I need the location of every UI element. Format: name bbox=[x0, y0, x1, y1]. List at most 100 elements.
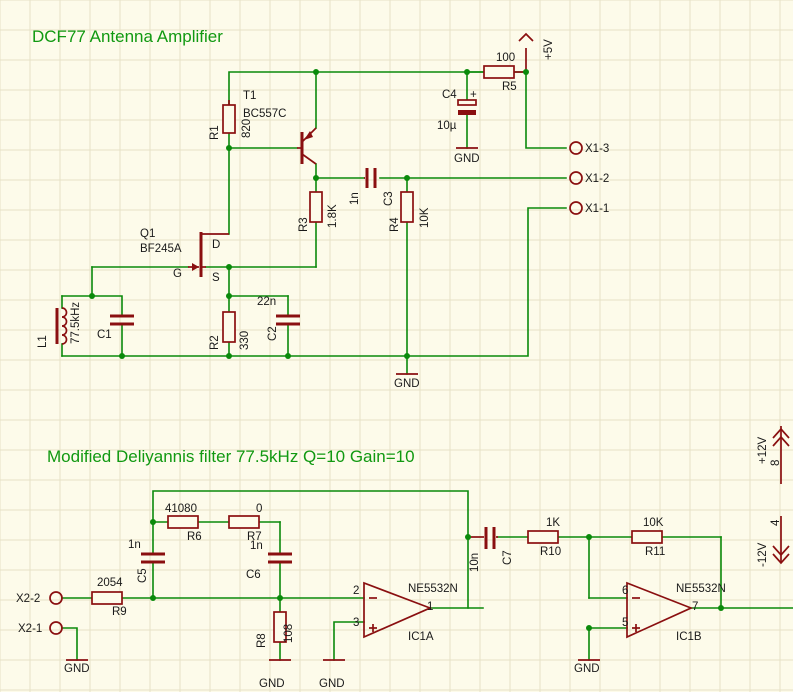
r3-value: 1.8K bbox=[327, 204, 339, 228]
inductor-l1[interactable]: L1 77.5kHz bbox=[37, 302, 82, 348]
resistor-r4[interactable]: R4 10K bbox=[389, 191, 431, 232]
ic1a-name: IC1A bbox=[408, 631, 434, 643]
q1-pin-s: S bbox=[212, 272, 220, 284]
ic1a-pin-noninv: 3 bbox=[353, 617, 359, 629]
gnd-main-label: GND bbox=[394, 378, 420, 390]
r2-value: 330 bbox=[239, 331, 251, 350]
gnd-r8-label: GND bbox=[259, 678, 285, 690]
q1-pin-d: D bbox=[212, 239, 220, 251]
gnd-symbol-ic1a: GND bbox=[319, 659, 345, 690]
q1-name: Q1 bbox=[140, 228, 155, 240]
ic1b-part: NE5532N bbox=[676, 583, 726, 595]
c7-name: C7 bbox=[502, 550, 514, 565]
c4-name: C4 bbox=[442, 89, 457, 101]
gnd-c4-label: GND bbox=[454, 153, 480, 165]
capacitor-c7[interactable]: 10n C7 bbox=[468, 527, 514, 572]
c6-value: 1n bbox=[250, 540, 263, 552]
neg-supply-label: -12V bbox=[757, 542, 769, 567]
gnd-symbol-r8: GND bbox=[259, 659, 291, 690]
capacitor-c3[interactable]: 1n C3 bbox=[349, 168, 395, 206]
connector-x2-2[interactable]: X2-2 bbox=[16, 591, 63, 605]
r8-name: R8 bbox=[256, 633, 268, 648]
r7-name: R7 bbox=[247, 531, 262, 543]
r1-value: 820 bbox=[241, 119, 253, 138]
capacitor-c5[interactable]: 1n C5 bbox=[128, 539, 165, 583]
r10-name: R10 bbox=[540, 546, 561, 558]
supply-5v: +5V bbox=[518, 32, 555, 72]
transistor-t1[interactable]: T1 BC557C bbox=[243, 90, 317, 165]
x1-3-label: X1-3 bbox=[585, 143, 609, 155]
r1-name: R1 bbox=[209, 125, 221, 140]
gnd-symbol-main: GND bbox=[394, 373, 420, 390]
resistor-r8[interactable]: R8 108 bbox=[256, 611, 295, 648]
x1-1-label: X1-1 bbox=[585, 203, 609, 215]
jfet-q1[interactable]: Q1 BF245A D S G bbox=[140, 228, 229, 284]
resistor-r6[interactable]: 41080 R6 bbox=[165, 503, 202, 543]
connector-x2-1[interactable]: X2-1 bbox=[18, 621, 63, 635]
r11-value: 10K bbox=[643, 517, 664, 529]
resistor-r3[interactable]: R3 1.8K bbox=[298, 191, 339, 232]
q1-pin-g: G bbox=[173, 268, 182, 280]
resistor-r5[interactable]: 100 R5 bbox=[483, 52, 526, 93]
r6-name: R6 bbox=[187, 531, 202, 543]
connector-x1-2[interactable]: X1-2 bbox=[569, 171, 609, 185]
r9-value: 2054 bbox=[97, 577, 123, 589]
x1-2-label: X1-2 bbox=[585, 173, 609, 185]
r2-name: R2 bbox=[209, 335, 221, 350]
t1-name: T1 bbox=[243, 90, 256, 102]
resistor-r9[interactable]: 2054 R9 bbox=[91, 577, 127, 618]
filter-junctions bbox=[150, 519, 724, 631]
resistor-r7[interactable]: 0 R7 bbox=[228, 503, 262, 543]
r7-value: 0 bbox=[256, 503, 262, 515]
l1-name: L1 bbox=[37, 335, 49, 348]
power-supply-neg: 4 -12V bbox=[757, 516, 790, 567]
resistor-r11[interactable]: 10K R11 bbox=[631, 517, 665, 558]
ic1a-pin-out: 1 bbox=[427, 601, 433, 613]
filter-title: Modified Deliyannis filter 77.5kHz Q=10 … bbox=[47, 447, 415, 466]
capacitor-c2[interactable]: 22n C2 bbox=[257, 296, 300, 341]
q1-value: BF245A bbox=[140, 243, 182, 255]
ic1b-name: IC1B bbox=[676, 631, 702, 643]
amplifier-title: DCF77 Antenna Amplifier bbox=[32, 27, 223, 46]
amplifier-wires bbox=[61, 71, 567, 375]
c7-value: 10n bbox=[469, 553, 481, 572]
gnd-x2-label: GND bbox=[64, 663, 90, 675]
pos-supply-label: +12V bbox=[757, 436, 769, 464]
capacitor-c4[interactable]: + C4 10µ bbox=[437, 89, 477, 132]
gnd-symbol-ic1b: GND bbox=[574, 659, 600, 675]
opamp-ic1b[interactable]: 6 5 7 NE5532N IC1B bbox=[622, 581, 726, 643]
ic1a-part: NE5532N bbox=[408, 583, 458, 595]
c5-name: C5 bbox=[137, 568, 149, 583]
ic1a-pin-inv: 2 bbox=[353, 585, 359, 597]
amplifier-junctions bbox=[89, 69, 529, 359]
ic1b-pin-inv: 6 bbox=[622, 585, 628, 597]
neg-supply-pin: 4 bbox=[770, 519, 782, 526]
connector-x1-1[interactable]: X1-1 bbox=[569, 201, 609, 215]
r10-value: 1K bbox=[546, 517, 560, 529]
r4-value: 10K bbox=[419, 207, 431, 228]
supply-label: +5V bbox=[543, 39, 555, 60]
capacitor-c1[interactable]: C1 bbox=[97, 314, 134, 341]
r8-value: 108 bbox=[283, 624, 295, 643]
capacitor-c6[interactable]: 1n C6 bbox=[246, 540, 292, 581]
r5-name: R5 bbox=[502, 81, 517, 93]
c6-name: C6 bbox=[246, 569, 261, 581]
gnd-ic1b-label: GND bbox=[574, 663, 600, 675]
c3-name: C3 bbox=[383, 191, 395, 206]
gnd-symbol-c4: GND bbox=[454, 147, 480, 165]
r11-name: R11 bbox=[645, 546, 665, 558]
resistor-r10[interactable]: 1K R10 bbox=[527, 517, 561, 558]
resistor-r1[interactable]: R1 820 bbox=[209, 100, 253, 140]
ic1b-pin-noninv: 5 bbox=[622, 617, 628, 629]
t1-value: BC557C bbox=[243, 108, 286, 120]
l1-value: 77.5kHz bbox=[70, 302, 82, 344]
opamp-ic1a[interactable]: 2 3 1 NE5532N IC1A bbox=[353, 581, 458, 643]
power-supply-pos: +12V 8 bbox=[757, 426, 790, 484]
x2-2-label: X2-2 bbox=[16, 593, 40, 605]
c5-value: 1n bbox=[128, 539, 141, 551]
r4-name: R4 bbox=[389, 217, 401, 232]
c2-name: C2 bbox=[267, 326, 279, 341]
resistor-r2[interactable]: R2 330 bbox=[209, 311, 251, 350]
connector-x1-3[interactable]: X1-3 bbox=[569, 141, 609, 155]
